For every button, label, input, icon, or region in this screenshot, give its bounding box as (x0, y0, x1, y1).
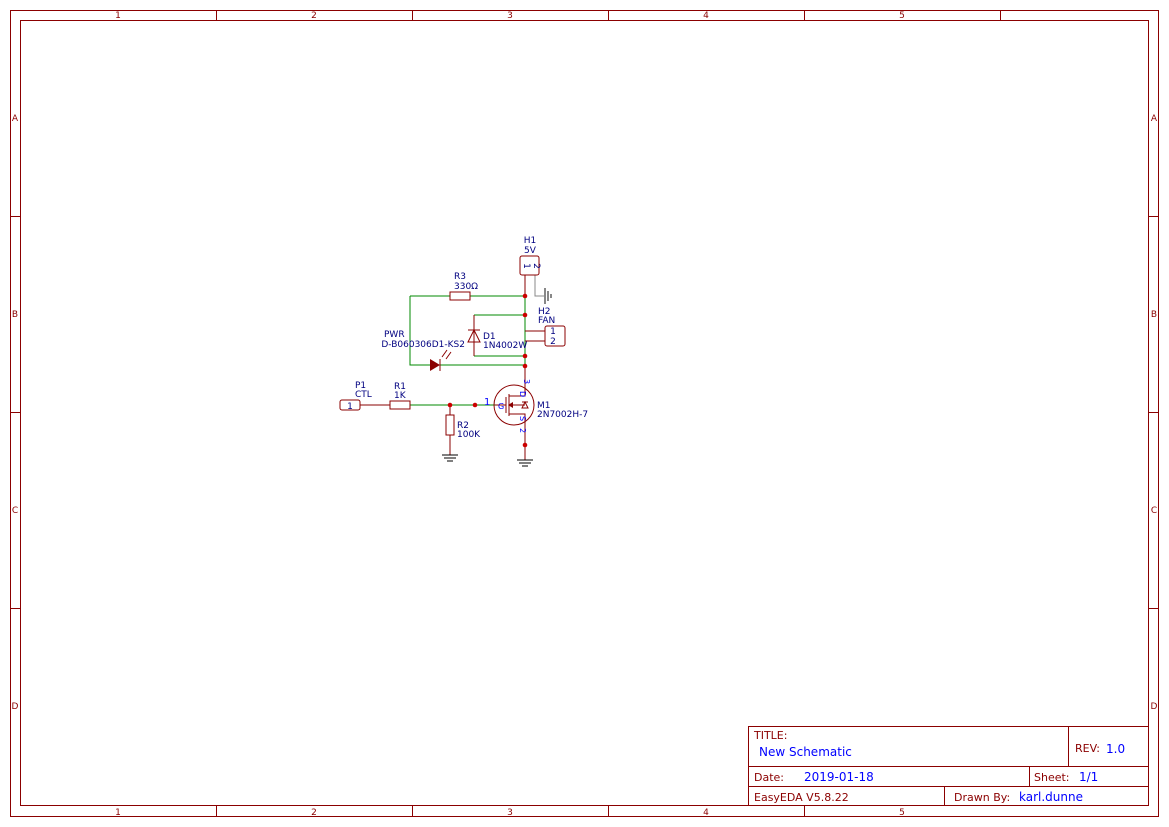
r2-value: 100K (457, 430, 481, 440)
r1-ref: R1 (394, 382, 406, 392)
ground-icon (544, 288, 552, 304)
r1-value: 1K (394, 391, 407, 401)
ground-icon (442, 454, 458, 462)
column-label: 3 (507, 11, 513, 21)
junctions (447, 293, 528, 448)
m1-s-label: S (518, 416, 527, 421)
row-label: D (1151, 702, 1158, 712)
m1-pin-s: 2 (518, 428, 527, 433)
column-label: 4 (703, 808, 709, 818)
rev-label: REV: (1075, 742, 1100, 755)
p1-connector: 1 P1 CTL (339, 381, 372, 412)
h1-value: 5V (524, 246, 537, 256)
drawn-by-value: karl.dunne (1019, 790, 1083, 804)
h2-pin-1: 1 (550, 327, 556, 337)
led-value: D-B060306D1-KS2 (381, 340, 465, 350)
r3-ref: R3 (454, 272, 466, 282)
column-label: 2 (311, 808, 317, 818)
row-label: B (1151, 310, 1157, 320)
r3-value: 330Ω (454, 282, 478, 292)
h2-pin-2: 2 (550, 337, 556, 347)
column-label: 2 (311, 11, 317, 21)
h1-connector: H1 5V 1 2 (519, 236, 552, 304)
m1-d-label: D (518, 391, 527, 397)
column-label: 5 (899, 11, 905, 21)
ground-icon (517, 459, 533, 467)
date-label: Date: (754, 771, 784, 784)
title-label: TITLE: (753, 729, 787, 742)
d1-ref: D1 (483, 332, 496, 342)
d1-diode: D1 1N4002W (467, 328, 527, 351)
m1-value: 2N7002H-7 (537, 410, 588, 420)
p1-ref: P1 (355, 381, 366, 391)
drawn-by-label: Drawn By: (954, 791, 1010, 804)
date-value: 2019-01-18 (804, 770, 874, 784)
m1-pin-d: 3 (522, 379, 531, 384)
row-label: B (12, 310, 18, 320)
column-label: 3 (507, 808, 513, 818)
m1-pin-g: 1 (484, 397, 490, 408)
r2-resistor: R2 100K (442, 414, 481, 462)
h2-fan-connector: H2 FAN 1 2 (538, 307, 566, 347)
column-label: 4 (703, 11, 709, 21)
h1-pin-1: 1 (521, 263, 531, 269)
r1-resistor: R1 1K (389, 382, 411, 410)
column-label: 1 (115, 808, 121, 818)
row-label: C (12, 506, 18, 516)
title-block: TITLE: New Schematic REV: 1.0 Date: 2019… (748, 726, 1149, 806)
r2-ref: R2 (457, 421, 469, 431)
row-label: D (12, 702, 19, 712)
p1-pin: 1 (347, 402, 353, 412)
rev-value: 1.0 (1106, 742, 1125, 756)
r3-resistor: R3 330Ω (449, 272, 478, 301)
software-version: EasyEDA V5.8.22 (754, 791, 849, 804)
led-pwr: PWR D-B060306D1-KS2 (381, 330, 465, 371)
row-label: A (12, 114, 19, 124)
h2-ref: H2 (538, 307, 551, 317)
m1-mosfet: 1 G 3 D S 2 M1 2N7002H-7 (484, 379, 588, 467)
sheet-value: 1/1 (1079, 770, 1098, 784)
p1-value: CTL (355, 390, 372, 400)
wires (360, 275, 545, 460)
row-label: A (1151, 114, 1158, 124)
sheet-label: Sheet: (1034, 771, 1070, 784)
title-value: New Schematic (759, 745, 852, 759)
led-ref: PWR (384, 330, 405, 340)
h1-ref: H1 (524, 236, 537, 246)
column-label: 5 (899, 808, 905, 818)
d1-value: 1N4002W (483, 341, 527, 351)
column-label: 1 (115, 11, 121, 21)
m1-ref: M1 (537, 401, 551, 411)
m1-g-label: G (498, 402, 504, 411)
h1-pin-2: 2 (531, 263, 541, 269)
h2-value: FAN (538, 316, 555, 326)
row-label: C (1151, 506, 1157, 516)
